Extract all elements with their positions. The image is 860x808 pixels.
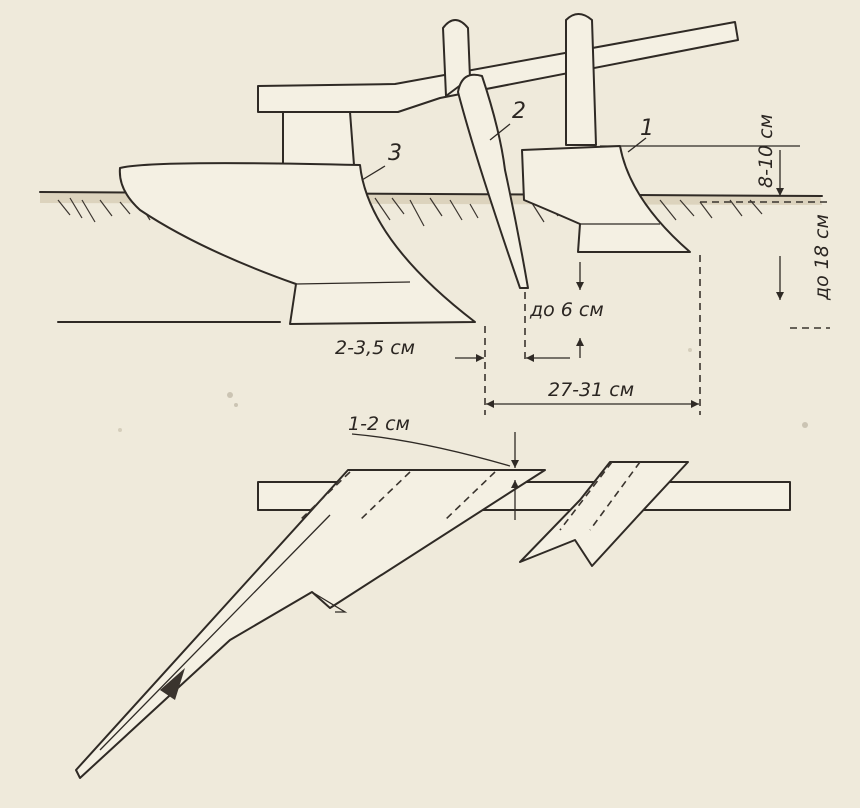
plan-body-right (519, 461, 689, 567)
dim-overlap-label: 1-2 см (348, 413, 410, 435)
dim-knife-label: до 6 см (529, 299, 604, 321)
side-view: 1 2 3 8-10 см до 18 см до 6 см (39, 13, 833, 415)
plan-view: 1-2 см (75, 413, 791, 779)
plough-body-1 (521, 145, 691, 253)
stand-body-3 (282, 111, 355, 166)
dim-width: 27-31 см (486, 255, 701, 415)
frame-beam (257, 21, 739, 113)
dim-overlap: 1-2 см (348, 413, 519, 520)
label-body-3: 3 (388, 141, 402, 166)
dim-width-label: 27-31 см (548, 379, 634, 401)
label-body-1: 1 (640, 116, 654, 141)
dim-knife: до 6 см (524, 262, 604, 360)
dim-main-depth: до 18 см (700, 201, 833, 329)
dim-offset: 2-3,5 см (335, 326, 570, 415)
plan-body-left (75, 469, 546, 779)
dim-top-depth-label: 8-10 см (755, 114, 777, 188)
stand-knife-top (442, 19, 471, 97)
dim-main-depth-label: до 18 см (811, 214, 833, 301)
dim-top-depth: 8-10 см (600, 114, 800, 196)
stand-body-1 (565, 13, 597, 146)
plough-body-3 (118, 162, 476, 325)
knife-coulter-2 (457, 73, 529, 289)
paper-texture (118, 348, 808, 432)
dim-offset-label: 2-3,5 см (335, 337, 415, 359)
label-body-2: 2 (512, 99, 526, 124)
